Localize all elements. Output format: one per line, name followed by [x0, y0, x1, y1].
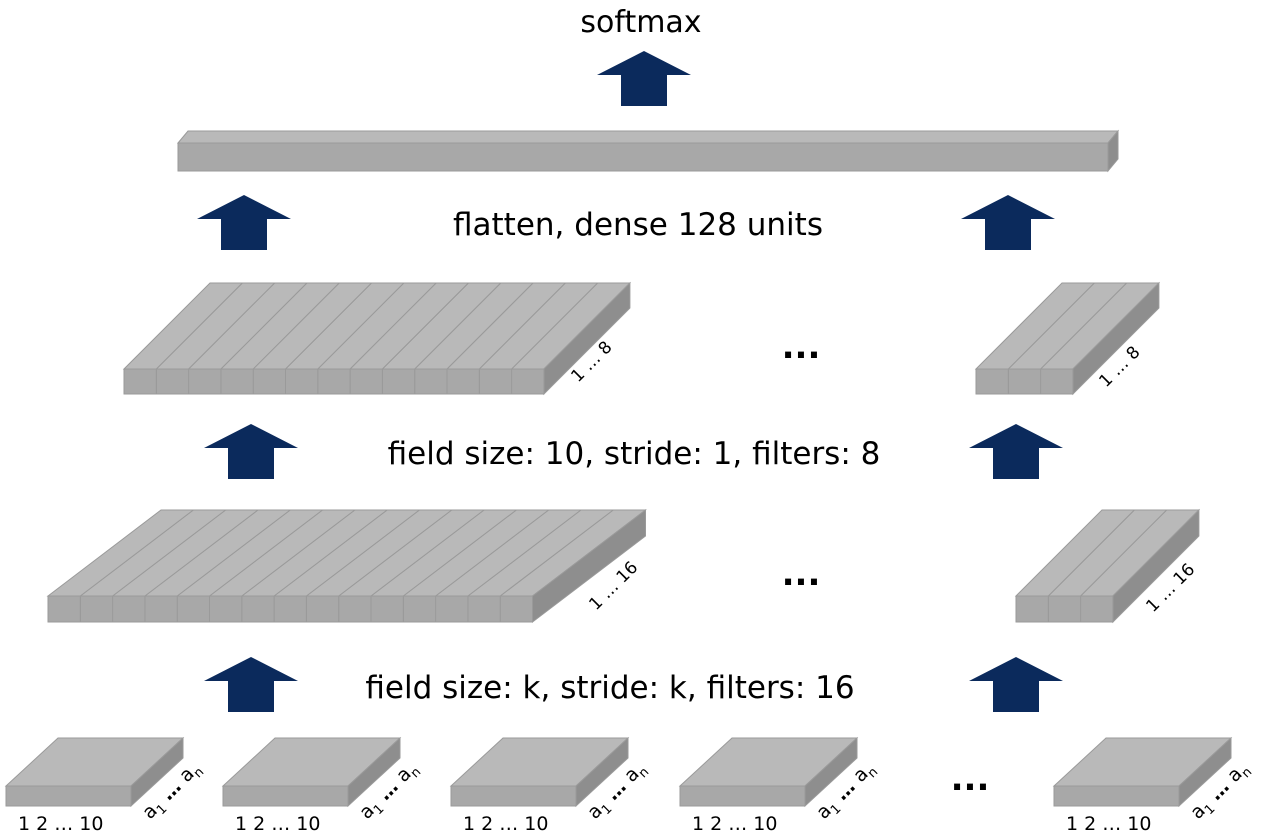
arrow-to-softmax	[597, 51, 691, 106]
conv1-left-column	[111, 509, 260, 623]
input-slab	[449, 736, 630, 808]
conv1-feature-maps-right	[1014, 508, 1201, 624]
conv2-left-column	[445, 282, 567, 395]
conv1-params-label: field size: k, stride: k, filters: 16	[365, 670, 854, 706]
conv2-left-column	[478, 282, 599, 395]
conv1-left-column	[46, 509, 195, 623]
conv2-left-column	[510, 281, 632, 396]
conv2-left-column	[381, 282, 502, 395]
conv1-ellipsis: ...	[782, 554, 821, 594]
arrow-conv1-right	[969, 657, 1063, 712]
conv2-left-column	[122, 282, 244, 395]
arrow-conv2-left	[204, 424, 298, 479]
conv2-left-column	[348, 282, 470, 395]
input-slab	[1052, 736, 1233, 808]
conv1-right-column	[1014, 509, 1136, 623]
conv2-right-column	[1039, 281, 1161, 396]
conv1-right-column	[1047, 509, 1168, 623]
dense-layer-label: flatten, dense 128 units	[453, 207, 823, 243]
input-x-axis-label: 1 2 … 10	[692, 813, 777, 835]
conv2-params-label: field size: 10, stride: 1, filters: 8	[388, 436, 881, 472]
conv2-ellipsis: ...	[782, 327, 821, 367]
conv2-left-column	[284, 282, 406, 395]
input-x-axis-label: 1 2 … 10	[1066, 813, 1151, 835]
conv2-feature-maps-right	[974, 281, 1161, 396]
dense-layer-bar	[176, 129, 1120, 173]
input-ellipsis: ...	[951, 759, 990, 799]
conv2-right-column	[974, 282, 1096, 395]
conv1-left-column	[208, 509, 357, 623]
conv1-left-column	[498, 508, 647, 624]
conv2-left-column	[219, 282, 341, 395]
conv2-left-column	[316, 282, 438, 395]
arrow-conv1-left	[204, 657, 298, 712]
conv1-right-column	[1079, 508, 1201, 624]
conv2-left-column	[251, 282, 373, 395]
input-x-axis-label: 1 2 … 10	[18, 813, 103, 835]
conv1-feature-maps-left	[46, 508, 647, 624]
conv2-left-column	[413, 282, 535, 395]
conv2-left-column	[155, 282, 276, 395]
dense-bar-block	[176, 129, 1120, 173]
conv1-left-column	[143, 509, 292, 623]
input-slab	[4, 736, 185, 808]
conv2-feature-maps-left	[122, 281, 632, 396]
arrow-dense-right	[961, 195, 1055, 250]
arrow-conv2-right	[969, 424, 1063, 479]
softmax-label: softmax	[580, 5, 701, 40]
flow-arrows	[197, 51, 1063, 712]
input-slab	[221, 736, 402, 808]
input-x-axis-label: 1 2 … 10	[235, 813, 320, 835]
input-x-axis-label: 1 2 … 10	[463, 813, 548, 835]
arrow-dense-left	[197, 195, 291, 250]
conv1-left-column	[240, 509, 389, 623]
conv1-left-column	[466, 509, 615, 623]
conv2-left-column	[187, 282, 309, 395]
input-slab	[678, 736, 859, 808]
